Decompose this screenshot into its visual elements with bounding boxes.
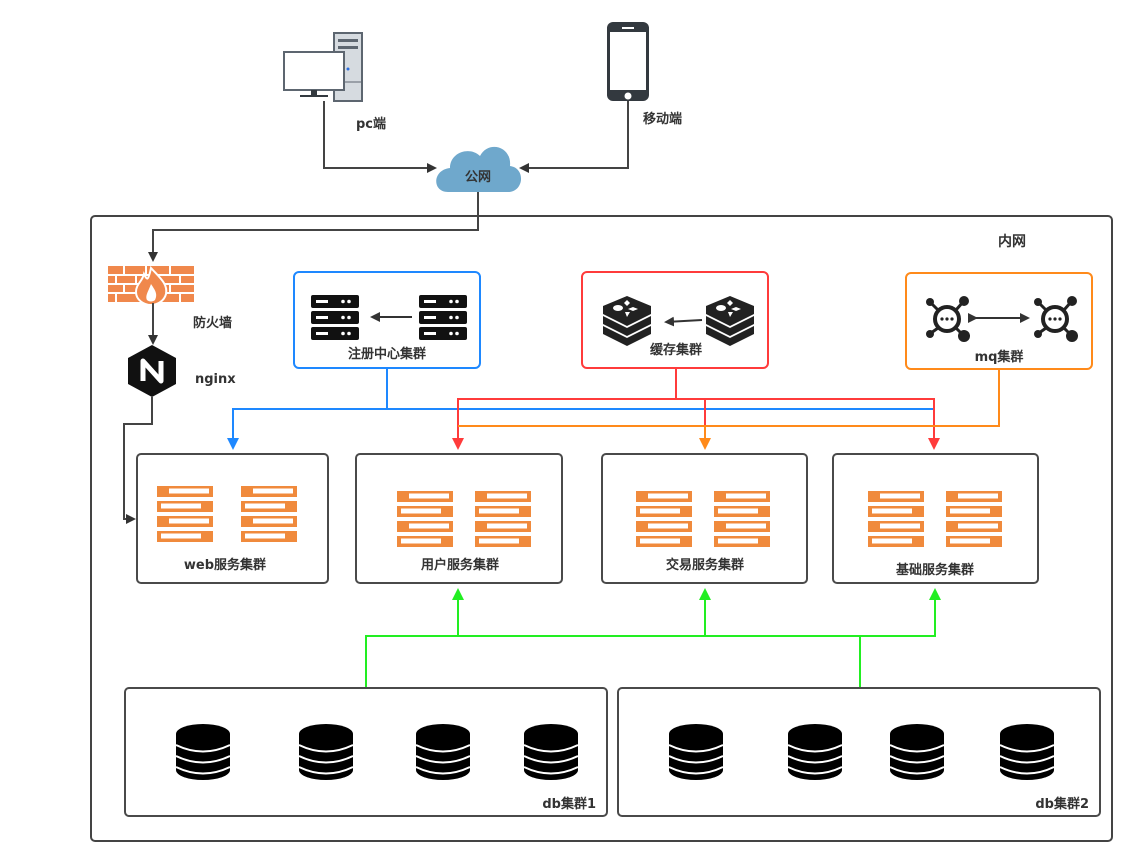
intranet-label: 内网: [998, 233, 1026, 250]
pc-client-label: pc端: [356, 116, 386, 132]
smartphone-icon: [607, 22, 649, 101]
service-user-label: 用户服务集群: [420, 557, 499, 573]
db-cluster-1: db集群1: [124, 687, 608, 817]
server-rack-icon: [311, 295, 359, 340]
cache-to-trade-connector: [675, 368, 706, 448]
db-cluster-1-label: db集群1: [542, 796, 596, 812]
service-trade-label: 交易服务集群: [666, 557, 744, 573]
db-cluster-2-label: db集群2: [1035, 796, 1089, 812]
infra-registry: 注册中心集群: [293, 271, 481, 369]
desktop-computer-icon: [283, 32, 363, 102]
db1-to-user-connector: [365, 588, 464, 688]
infra-registry-label: 注册中心集群: [348, 346, 426, 362]
firewall-label: 防火墙: [193, 315, 232, 331]
infra-cache-label: 缓存集群: [650, 342, 702, 358]
nginx-to-web-connector: [123, 397, 153, 524]
registry-to-web-connector: [227, 368, 388, 450]
service-web: web服务集群: [136, 453, 329, 584]
cache-sync-arrow: [664, 316, 703, 327]
mq-bus-connector: [458, 369, 1000, 427]
public-network: 公网: [436, 146, 522, 192]
public-network-label: 公网: [465, 170, 491, 185]
server-rack-icon: [419, 295, 467, 340]
firewall-icon: [108, 265, 194, 307]
service-base: 基础服务集群: [832, 453, 1039, 584]
pc-client: pc端: [283, 32, 386, 132]
public-to-firewall-connector: [148, 192, 479, 262]
cache-to-base-connector: [705, 398, 940, 450]
service-trade: 交易服务集群: [601, 453, 808, 584]
firewall: 防火墙: [108, 265, 232, 331]
nginx: nginx: [128, 345, 236, 397]
cloud-icon: [436, 146, 522, 192]
database-icon: [175, 723, 231, 781]
mobile-client: 移动端: [607, 22, 682, 127]
mobile-to-public-connector: [519, 101, 629, 173]
pc-to-public-connector: [323, 101, 437, 173]
db2-to-base-connector: [859, 588, 941, 688]
intranet-container: [90, 215, 1113, 842]
database-icon: [889, 723, 945, 781]
service-base-label: 基础服务集群: [895, 562, 974, 578]
database-icon: [415, 723, 471, 781]
database-icon: [999, 723, 1055, 781]
service-web-label: web服务集群: [184, 557, 266, 573]
infra-mq-label: mq集群: [975, 349, 1024, 365]
mobile-client-label: 移动端: [643, 111, 682, 127]
db-cluster-2: db集群2: [617, 687, 1101, 817]
database-icon: [668, 723, 724, 781]
nginx-label: nginx: [195, 372, 236, 387]
service-user: 用户服务集群: [355, 453, 563, 584]
database-icon: [787, 723, 843, 781]
cache-to-user-connector: [452, 398, 676, 450]
nginx-icon: [128, 345, 176, 397]
infra-cache: 缓存集群: [581, 271, 769, 369]
database-icon: [298, 723, 354, 781]
database-icon: [523, 723, 579, 781]
infra-mq: mq集群: [905, 272, 1093, 370]
